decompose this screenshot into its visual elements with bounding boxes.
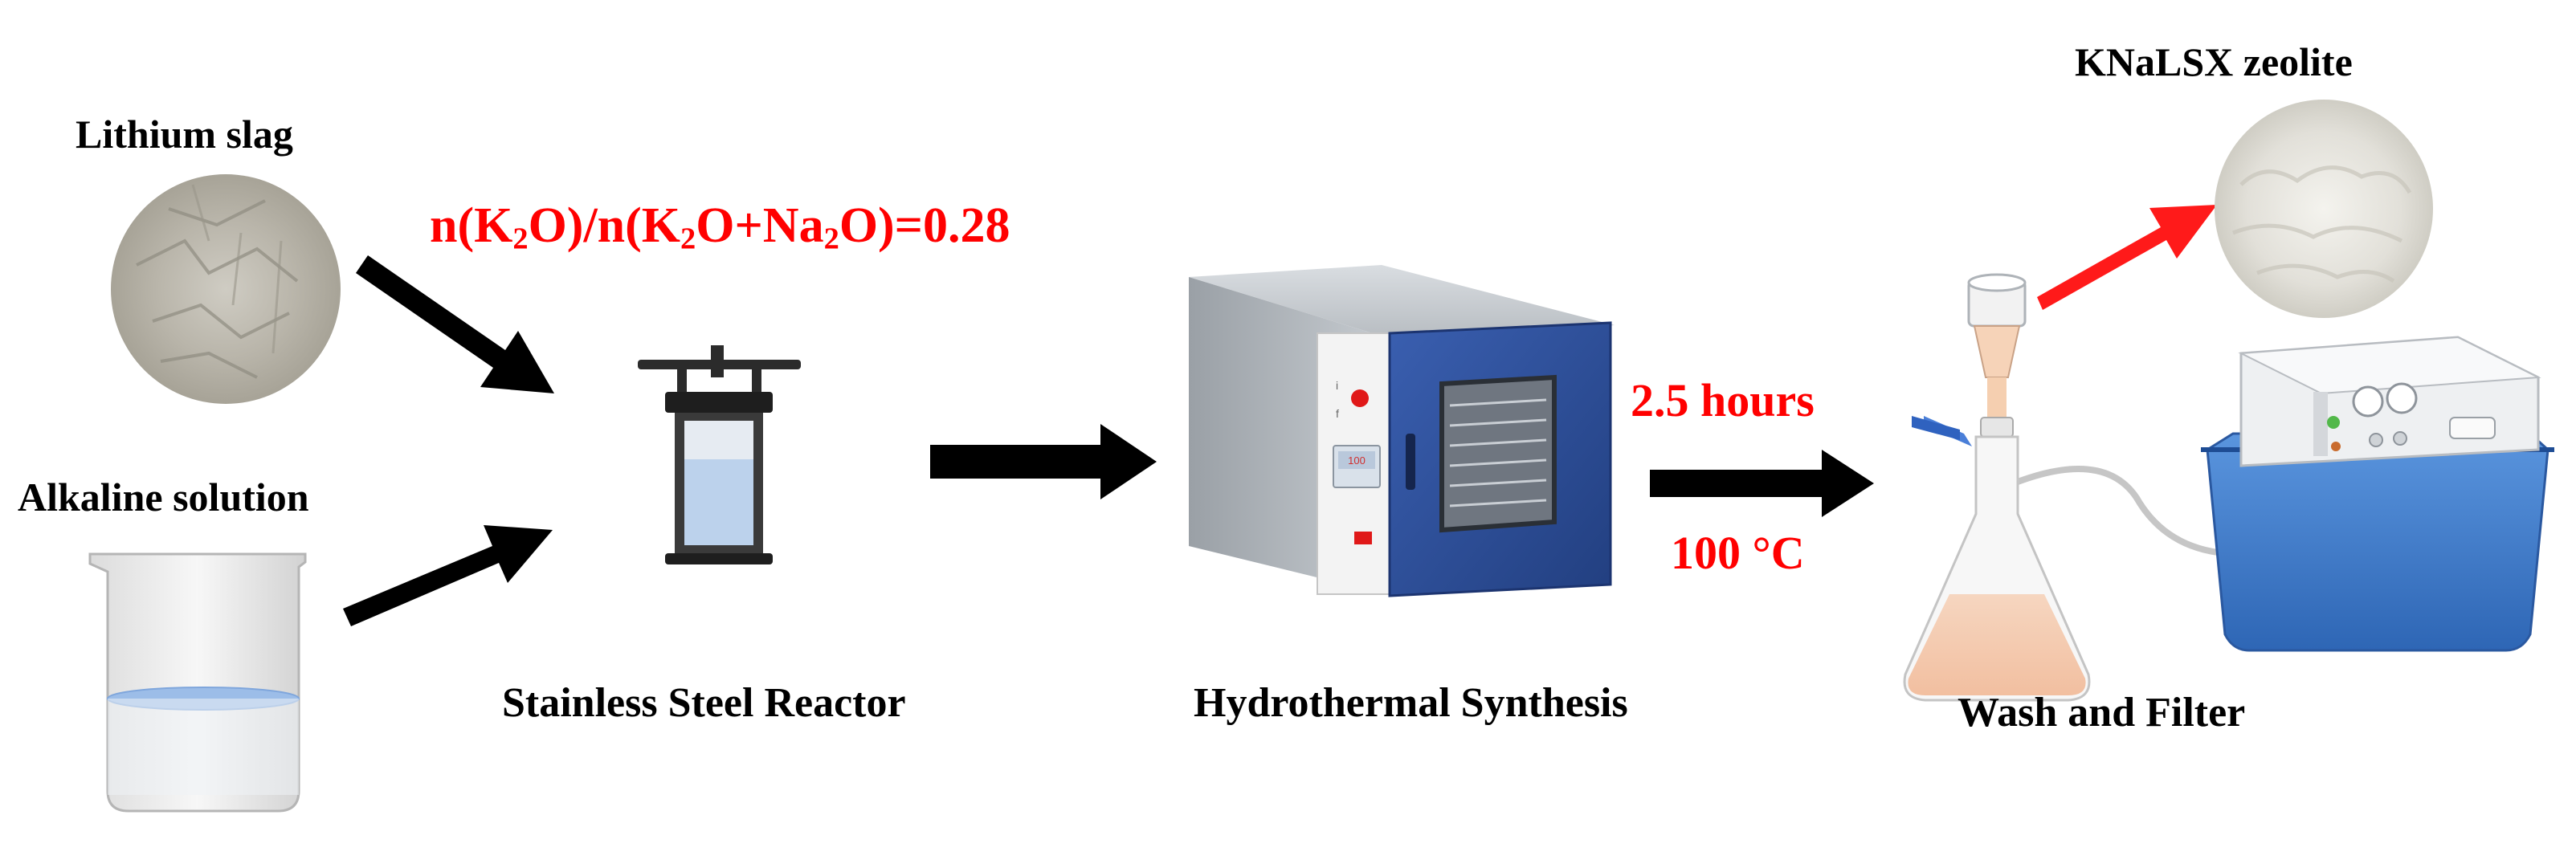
vacuum-pump: [2201, 336, 2554, 652]
arrow-to-oven: [930, 424, 1157, 499]
reactor-label: Stainless Steel Reactor: [502, 680, 906, 726]
ratio-part-3: O+Na: [696, 198, 824, 253]
ratio-part-1: n(K: [430, 198, 513, 253]
lithium-slag-image: [111, 174, 341, 404]
ratio-subscript-3: 2: [823, 222, 839, 256]
product-label: KNaLSX zeolite: [2075, 39, 2353, 84]
ratio-subscript-1: 2: [512, 222, 529, 256]
temperature-label: 100 °C: [1671, 527, 1805, 579]
ratio-part-4: O)=0.28: [839, 198, 1010, 253]
hydrothermal-label: Hydrothermal Synthesis: [1194, 680, 1628, 726]
time-label: 2.5 hours: [1631, 374, 1815, 426]
ratio-subscript-2: 2: [680, 222, 696, 256]
zeolite-product-image: [2215, 100, 2433, 318]
ratio-part-2: O)/n(K: [528, 198, 681, 253]
alkaline-solution-beaker: [88, 552, 307, 813]
oven-display-readout: 100: [1348, 454, 1366, 467]
arrow-to-filter: [1650, 450, 1874, 517]
hydrothermal-oven: i f 100: [1189, 265, 1615, 597]
lithium-slag-label: Lithium slag: [76, 112, 293, 157]
filtration-flask: [1903, 273, 2389, 702]
svg-text:f: f: [1336, 407, 1339, 420]
reactor-vessel: [638, 345, 801, 564]
molar-ratio-label: n(K2O)/n(K2O+Na2O)=0.28: [430, 201, 1010, 255]
wash-filter-label: Wash and Filter: [1958, 690, 2246, 736]
input-arrow-bottom: [343, 525, 553, 626]
product-arrow: [2037, 205, 2217, 310]
svg-text:i: i: [1336, 379, 1338, 392]
alkaline-solution-label: Alkaline solution: [18, 475, 309, 520]
input-arrow-top: [356, 255, 554, 393]
